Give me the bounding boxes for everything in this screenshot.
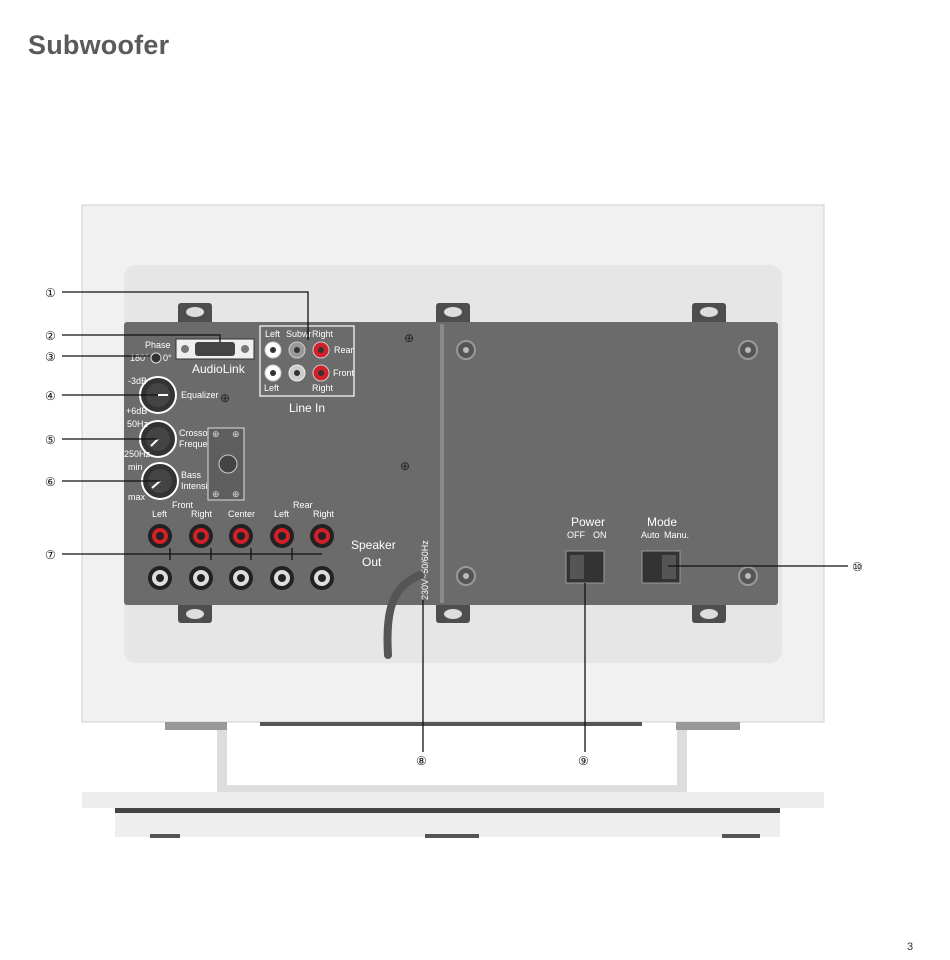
line-in-left-label: Left: [265, 329, 281, 339]
mounting-plate: ⊕ ⊕ ⊕ ⊕: [207, 427, 245, 501]
line-in-jacks: [264, 341, 330, 382]
page-title: Subwoofer: [28, 30, 170, 60]
speaker-rear-right-label: Right: [313, 509, 335, 519]
callout-lines: [62, 291, 848, 752]
phase-0-label: 0°: [163, 353, 172, 363]
speaker-terminals: [148, 524, 334, 590]
line-in-front-label: Front: [333, 368, 355, 378]
bass-intensity-min-label: min: [128, 462, 143, 472]
line-in-right-bottom-label: Right: [312, 383, 334, 393]
line-in-rear-label: Rear: [334, 345, 354, 355]
panel-screws: ⊕ ⊕ ⊕: [220, 331, 758, 586]
speaker-center-label: Center: [228, 509, 255, 519]
speaker-rear-label: Rear: [293, 500, 313, 510]
speaker-terminal-rear-left[interactable]: [270, 524, 294, 590]
phase-switch[interactable]: [150, 352, 162, 364]
callout-8: ⑧: [416, 754, 427, 768]
svg-text:⊕: ⊕: [212, 429, 220, 439]
speaker-right-label: Right: [191, 509, 213, 519]
power-off-label: OFF: [567, 530, 585, 540]
power-title: Power: [571, 515, 605, 529]
svg-text:⊕: ⊕: [404, 331, 414, 345]
callout-10: ⑩: [852, 560, 863, 574]
speaker-out-title-1: Speaker: [351, 538, 396, 552]
callout-2: ②: [45, 329, 56, 343]
equalizer-label: Equalizer: [181, 390, 219, 400]
crossover-min-label: 50Hz: [127, 419, 149, 429]
callout-9: ⑨: [578, 754, 589, 768]
mains-voltage-label: 230V~50/60Hz: [420, 540, 430, 600]
callout-5: ⑤: [45, 433, 56, 447]
phase-label: Phase: [145, 340, 171, 350]
line-in-left-bottom-label: Left: [264, 383, 280, 393]
svg-text:⊕: ⊕: [220, 391, 230, 405]
power-on-label: ON: [593, 530, 607, 540]
callout-1: ①: [45, 286, 56, 300]
callout-3: ③: [45, 350, 56, 364]
speaker-terminal-front-right[interactable]: [189, 524, 213, 590]
svg-text:⊕: ⊕: [232, 489, 240, 499]
speaker-front-label: Front: [172, 500, 194, 510]
audiolink-label: AudioLink: [192, 362, 246, 376]
bass-intensity-label-2: Intensity: [181, 481, 215, 491]
mode-auto-label: Auto: [641, 530, 660, 540]
bass-intensity-max-label: max: [128, 492, 146, 502]
svg-text:⊕: ⊕: [212, 489, 220, 499]
crossover-label-1: Crossover: [179, 428, 220, 438]
power-switch[interactable]: [565, 550, 605, 584]
equalizer-min-label: -3dB: [128, 376, 147, 386]
page-number: 3: [907, 941, 914, 953]
speaker-terminal-center[interactable]: [229, 524, 253, 590]
phase-180-label: 180°: [130, 353, 149, 363]
svg-text:⊕: ⊕: [232, 429, 240, 439]
speaker-left-label: Left: [152, 509, 168, 519]
line-in-frame: [259, 325, 355, 397]
speaker-rear-left-label: Left: [274, 509, 290, 519]
crossover-max-label: 250Hz: [124, 449, 151, 459]
mounting-brackets: [178, 303, 726, 623]
mode-manual-label: Manu.: [664, 530, 689, 540]
power-cable: [383, 571, 424, 659]
line-in-title: Line In: [289, 401, 325, 415]
callout-6: ⑥: [45, 475, 56, 489]
callout-4: ④: [45, 389, 56, 403]
bass-intensity-label-1: Bass: [181, 470, 202, 480]
mode-title: Mode: [647, 515, 677, 529]
speaker-terminal-front-left[interactable]: [148, 524, 172, 590]
svg-text:⊕: ⊕: [400, 459, 410, 473]
line-in-subwoofer-label: Subwr: [286, 329, 312, 339]
line-in-right-label: Right: [312, 329, 334, 339]
callout-7: ⑦: [45, 548, 56, 562]
speaker-out-title-2: Out: [362, 555, 382, 569]
equalizer-max-label: +6dB: [126, 406, 147, 416]
mode-switch[interactable]: [641, 550, 681, 584]
speaker-terminal-rear-right[interactable]: [310, 524, 334, 590]
subwoofer-stand: [82, 722, 824, 838]
crossover-label-2: Frequency: [179, 439, 222, 449]
